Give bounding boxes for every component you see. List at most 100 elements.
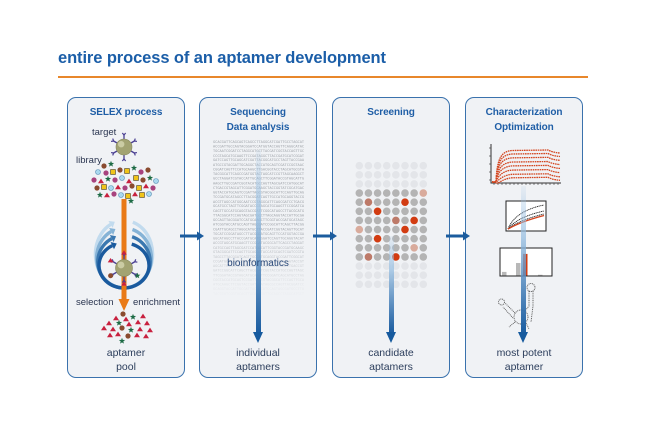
hit-well bbox=[355, 225, 364, 234]
sensorgram-curve bbox=[492, 160, 561, 183]
receptor-fork bbox=[121, 158, 125, 162]
bioinformatics-label: bioinformatics bbox=[227, 258, 289, 269]
sensorgram-plot bbox=[489, 144, 561, 185]
library-molecule-icon bbox=[136, 185, 142, 191]
plate-well bbox=[382, 189, 391, 197]
library-molecule-icon bbox=[140, 177, 146, 183]
target-sphere-icon bbox=[115, 138, 133, 156]
plate-well bbox=[401, 180, 409, 188]
library-molecule-icon bbox=[118, 337, 126, 344]
result-line: individual bbox=[236, 347, 280, 359]
plate-well bbox=[373, 225, 382, 234]
plate-well bbox=[419, 161, 428, 170]
plate-well bbox=[392, 198, 400, 206]
library-molecule-icon bbox=[125, 193, 131, 199]
plate-well bbox=[401, 280, 409, 289]
library-cluster bbox=[91, 160, 159, 204]
arrow-down-icon bbox=[517, 332, 528, 343]
library-molecule-icon bbox=[115, 319, 123, 326]
aptamer-molecule-icon bbox=[140, 313, 146, 319]
tail-strand bbox=[508, 321, 530, 330]
plate-well bbox=[364, 171, 373, 179]
sphere-highlight bbox=[117, 261, 125, 269]
affinity-plot bbox=[505, 200, 547, 232]
library-molecule-icon bbox=[101, 163, 107, 169]
plate-well bbox=[355, 180, 364, 188]
plate-well bbox=[364, 243, 373, 252]
plate-well bbox=[355, 189, 364, 197]
plate-well bbox=[401, 189, 409, 197]
plate-well bbox=[364, 161, 373, 170]
plate-well bbox=[410, 207, 418, 216]
arm-strand bbox=[502, 302, 516, 319]
result-line: aptamers bbox=[369, 361, 413, 373]
plate-well bbox=[382, 198, 391, 206]
page-title: entire process of an aptamer development bbox=[58, 49, 386, 67]
plate-well bbox=[364, 280, 373, 289]
library-molecule-icon bbox=[133, 175, 139, 181]
result-line: pool bbox=[116, 361, 136, 373]
plate-well bbox=[382, 216, 391, 225]
plate-well bbox=[355, 198, 364, 206]
stem-strand bbox=[524, 291, 530, 312]
library-molecule-icon bbox=[127, 197, 135, 204]
panel-result: most potent aptamer bbox=[466, 346, 582, 374]
activity-bar-chart bbox=[499, 247, 553, 277]
sequence-line: ACCGATTGCCAGTACGGATCCATGGTACCAGTTCAGGCAT… bbox=[213, 144, 305, 149]
target-sphere-icon bbox=[115, 259, 133, 277]
plate-well bbox=[392, 161, 400, 170]
aptamer-molecule-icon bbox=[143, 183, 149, 189]
plate-well bbox=[355, 262, 364, 270]
plate-well bbox=[419, 171, 428, 179]
arrow-shaft bbox=[255, 150, 261, 333]
plate-well bbox=[392, 171, 400, 179]
receptor-fork bbox=[133, 152, 136, 156]
library-molecule-icon bbox=[127, 326, 135, 333]
aptamer-molecule-icon bbox=[137, 326, 143, 332]
aptamer-molecule-icon bbox=[143, 333, 149, 339]
plate-well bbox=[364, 180, 373, 188]
plate-well bbox=[392, 271, 400, 279]
library-molecule-icon bbox=[146, 191, 152, 197]
plate-well bbox=[410, 225, 418, 234]
heading-line: Data analysis bbox=[226, 121, 290, 133]
aptamer-molecule-icon bbox=[134, 332, 140, 338]
panel-heading: SELEX process bbox=[68, 106, 184, 121]
sensorgram-curve bbox=[492, 173, 561, 183]
plate-well bbox=[410, 271, 418, 279]
sensorgram-curve bbox=[492, 168, 561, 183]
aptamer-molecule-icon bbox=[132, 191, 138, 197]
enrichment-label: enrichment bbox=[133, 297, 180, 308]
result-line: aptamer bbox=[504, 361, 544, 373]
receptor-stalk bbox=[131, 261, 136, 265]
arm-loop bbox=[498, 298, 505, 306]
library-molecule-icon bbox=[146, 174, 154, 181]
plate-well bbox=[382, 161, 391, 170]
sensorgram-curve bbox=[492, 176, 561, 184]
plate-well bbox=[419, 262, 428, 270]
result-line: aptamers bbox=[236, 361, 280, 373]
receptor-fork bbox=[112, 138, 115, 142]
plate-well bbox=[355, 171, 364, 179]
activity-bar bbox=[502, 271, 507, 276]
library-molecule-icon bbox=[139, 192, 145, 198]
result-line: aptamer bbox=[106, 347, 146, 359]
plate-well bbox=[355, 280, 364, 289]
selex-arrow-down-icon bbox=[118, 299, 130, 311]
arrow-down-icon bbox=[252, 332, 263, 343]
affinity-curve bbox=[507, 204, 545, 230]
library-molecule-icon bbox=[122, 185, 128, 191]
plate-well bbox=[392, 234, 400, 243]
library-molecule-icon bbox=[94, 185, 100, 191]
plate-well bbox=[364, 207, 373, 216]
hit-well bbox=[373, 234, 382, 243]
arrow-right-icon bbox=[330, 231, 337, 241]
plate-well bbox=[355, 207, 364, 216]
hit-well bbox=[410, 243, 418, 252]
plate-well bbox=[364, 216, 373, 225]
library-molecule-icon bbox=[108, 185, 114, 191]
cycle-arrowhead-icon bbox=[110, 242, 117, 250]
heading-line: SELEX process bbox=[89, 107, 163, 118]
aptamer-molecule-icon bbox=[98, 178, 104, 184]
hit-well bbox=[401, 198, 409, 206]
